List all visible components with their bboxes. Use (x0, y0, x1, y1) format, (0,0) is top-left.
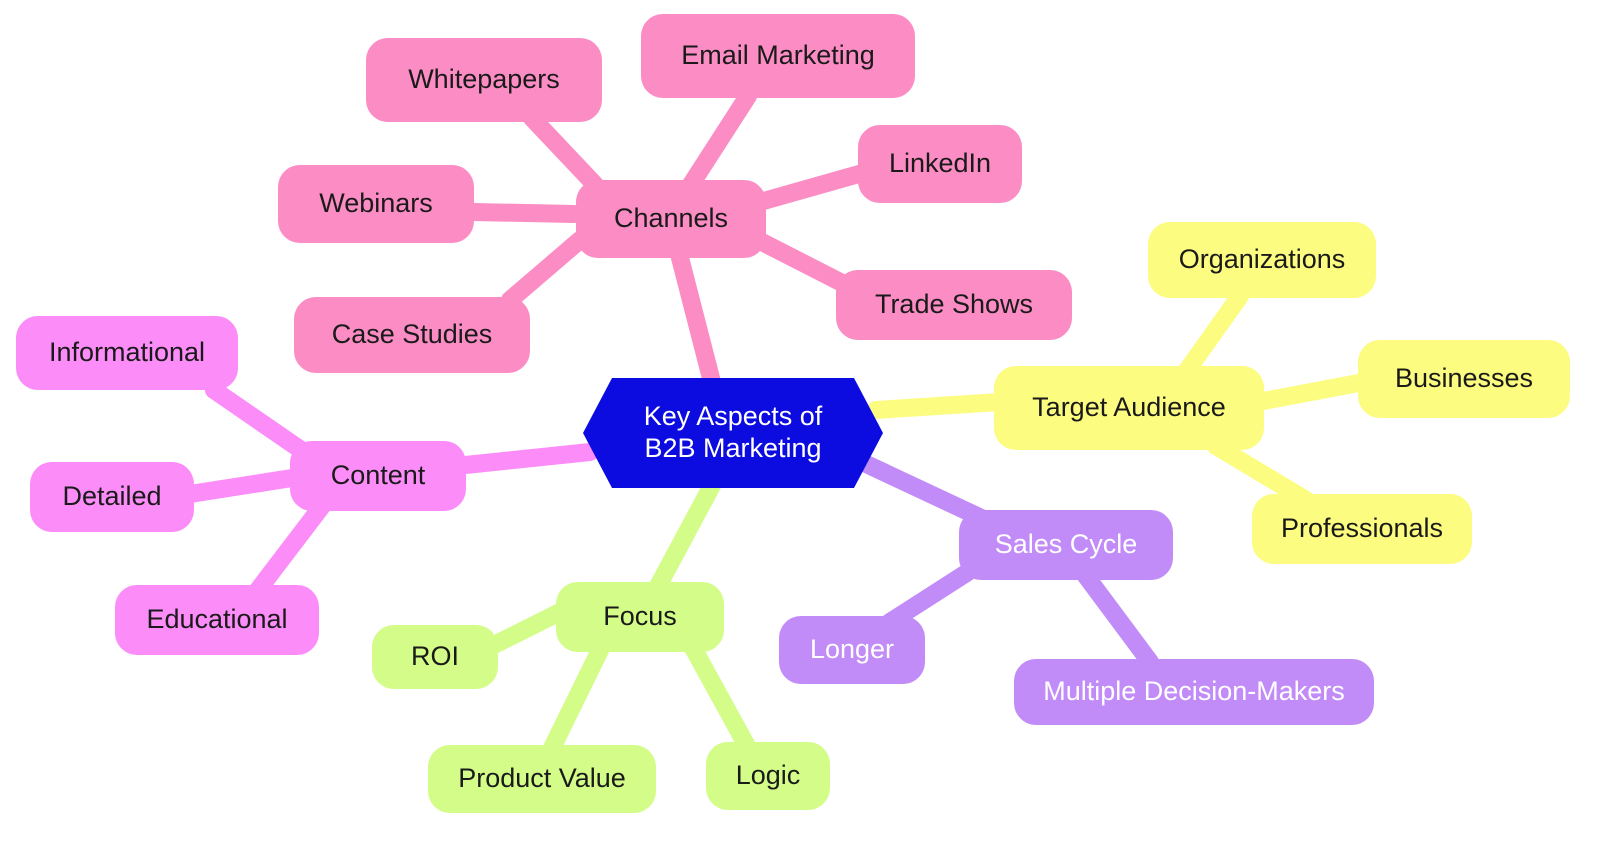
branch-node-sales-cycle[interactable]: Sales Cycle (959, 510, 1173, 580)
edge-channels-to-trade-shows (749, 231, 857, 295)
edge-focus-to-product-value (543, 637, 611, 757)
edge-content-to-educational (249, 497, 331, 599)
edge-content-to-detailed (181, 469, 301, 503)
edge-sales-cycle-to-multiple-decision-makers (1077, 567, 1159, 671)
leaf-node-email-marketing[interactable]: Email Marketing (641, 14, 915, 98)
leaf-node-professionals[interactable]: Professionals (1252, 494, 1472, 564)
edge-root-to-target-audience (867, 393, 1009, 419)
branch-node-target-audience[interactable]: Target Audience (994, 366, 1264, 450)
leaf-node-roi[interactable]: ROI (372, 625, 498, 689)
leaf-node-case-studies[interactable]: Case Studies (294, 297, 530, 373)
leaf-node-linkedin[interactable]: LinkedIn (858, 125, 1022, 203)
leaf-node-product-value[interactable]: Product Value (428, 745, 656, 813)
branch-node-focus[interactable]: Focus (556, 582, 724, 652)
edge-channels-to-webinars (465, 203, 583, 223)
leaf-node-logic[interactable]: Logic (706, 742, 830, 810)
leaf-node-webinars[interactable]: Webinars (278, 165, 474, 243)
edge-root-to-content (447, 443, 599, 475)
leaf-node-detailed[interactable]: Detailed (30, 462, 194, 532)
edge-channels-to-email-marketing (681, 87, 757, 195)
edge-channels-to-whitepapers (523, 109, 609, 199)
edge-target-audience-to-organizations (1177, 287, 1249, 381)
leaf-node-multiple-decision-makers[interactable]: Multiple Decision-Makers (1014, 659, 1374, 725)
branch-node-channels[interactable]: Channels (576, 180, 766, 258)
root-node[interactable]: Key Aspects of B2B Marketing (583, 378, 883, 488)
leaf-node-informational[interactable]: Informational (16, 316, 238, 390)
leaf-node-organizations[interactable]: Organizations (1148, 222, 1376, 298)
edge-focus-to-logic (683, 637, 757, 757)
edge-content-to-informational (205, 381, 313, 461)
edge-root-to-focus (647, 469, 725, 599)
hexagon-icon (583, 378, 883, 488)
edge-focus-to-roi (483, 603, 569, 655)
leaf-node-whitepapers[interactable]: Whitepapers (366, 38, 602, 122)
edge-sales-cycle-to-longer (881, 563, 977, 631)
root-label: Key Aspects of B2B Marketing (643, 401, 823, 463)
edge-target-audience-to-professionals (1207, 437, 1315, 509)
leaf-node-trade-shows[interactable]: Trade Shows (836, 270, 1072, 340)
edge-target-audience-to-businesses (1249, 373, 1373, 411)
leaf-node-businesses[interactable]: Businesses (1358, 340, 1570, 418)
leaf-node-educational[interactable]: Educational (115, 585, 319, 655)
leaf-node-longer[interactable]: Longer (779, 616, 925, 684)
edge-channels-to-linkedin (751, 163, 875, 211)
branch-node-content[interactable]: Content (290, 441, 466, 511)
edge-root-to-channels (669, 241, 721, 391)
edge-channels-to-case-studies (501, 231, 589, 309)
